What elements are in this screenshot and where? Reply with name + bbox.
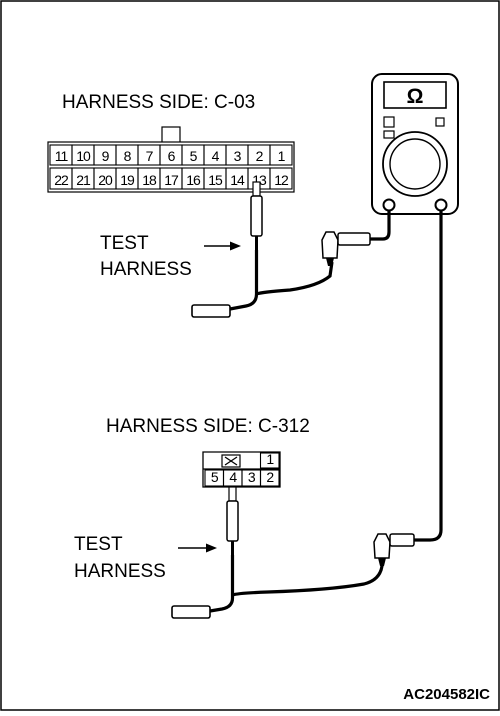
pin-label: 22: [54, 172, 69, 188]
upper-meter-lead: [370, 211, 391, 241]
lower-clip-jaw: [378, 558, 386, 566]
pin-label: 9: [102, 148, 110, 164]
pin-label: 5: [190, 148, 198, 164]
pin-label: 12: [274, 172, 289, 188]
lower-clip-wire: [231, 559, 385, 597]
pin-label: 4: [229, 469, 237, 485]
pin-cell: [269, 167, 293, 190]
upper-harness-wire: [229, 250, 259, 311]
ohmmeter: Ω: [371, 73, 459, 215]
ohm-symbol: Ω: [407, 85, 424, 108]
lower-meter-lead: [413, 211, 443, 542]
connector-c312-top-row: 1: [266, 451, 275, 467]
pin-label: 8: [124, 148, 132, 164]
figure-code: AC204582IC: [403, 686, 490, 703]
pin-label: 20: [98, 172, 113, 188]
lower-meter-lead-plug: [389, 533, 415, 547]
lower-test-harness: TEST HARNESS: [74, 486, 415, 619]
pin-label: 11: [55, 148, 69, 164]
connector-c03-latch: [161, 126, 181, 144]
pin-label: 3: [234, 148, 242, 164]
pin-label: 2: [256, 148, 264, 164]
pin-label: 3: [248, 469, 256, 485]
pin-label: 2: [266, 469, 274, 485]
connector-c312-cells: [204, 452, 280, 487]
upper-test-label-line1: TEST: [100, 233, 149, 254]
upper-probe-tip: [252, 181, 261, 197]
meter-mode-button: [383, 116, 395, 128]
lower-test-label-line2: HARNESS: [74, 561, 166, 582]
pin-cell: [259, 452, 280, 469]
lower-alligator-clip: [373, 533, 391, 559]
pin-label: 10: [76, 148, 91, 164]
pin-label: 4: [212, 148, 220, 164]
connector-c03-title: HARNESS SIDE: C-03: [62, 92, 255, 113]
lower-probe-tip: [228, 486, 237, 502]
pin-label: 21: [76, 172, 91, 188]
lower-probe-body: [226, 500, 239, 542]
pin-label: 5: [211, 469, 219, 485]
meter-range-button: [383, 130, 395, 139]
pin-label: 1: [266, 451, 274, 467]
meter-hold-button: [435, 117, 445, 127]
upper-clip-wire: [255, 261, 334, 296]
meter-display: [383, 81, 447, 109]
pin-label: 6: [168, 148, 176, 164]
meter-dial: [389, 138, 441, 190]
meter-com-jack: [382, 198, 396, 212]
pin-label: 16: [186, 172, 201, 188]
connector-c312-blank-mark-b: [224, 456, 238, 466]
lower-harness-wire: [209, 555, 235, 613]
upper-clip-jaw: [326, 258, 334, 266]
meter-ohm-jack: [434, 198, 448, 212]
lower-label-arrowhead: [206, 543, 217, 553]
upper-test-label-line2: HARNESS: [100, 259, 192, 280]
lower-test-label-line1: TEST: [74, 534, 123, 555]
pin-cell: [269, 144, 293, 166]
connector-c312-title: HARNESS SIDE: C-312: [106, 416, 310, 437]
pin-label: 7: [146, 148, 154, 164]
pin-label: 18: [142, 172, 157, 188]
upper-label-arrowhead: [230, 241, 241, 251]
pin-label: 19: [120, 172, 135, 188]
connector-c03-cells: [49, 144, 293, 190]
upper-probe-body: [250, 195, 263, 237]
lower-harness-plug: [171, 605, 211, 619]
upper-harness-plug: [191, 304, 231, 318]
pin-label: 15: [208, 172, 223, 188]
upper-test-harness: TEST HARNESS: [100, 181, 391, 318]
pin-cell: [259, 469, 280, 487]
upper-meter-lead-plug: [337, 232, 371, 246]
pin-label: 14: [230, 172, 245, 188]
pin-label: 1: [278, 148, 286, 164]
upper-alligator-clip: [321, 231, 339, 259]
pin-label: 17: [164, 172, 179, 188]
